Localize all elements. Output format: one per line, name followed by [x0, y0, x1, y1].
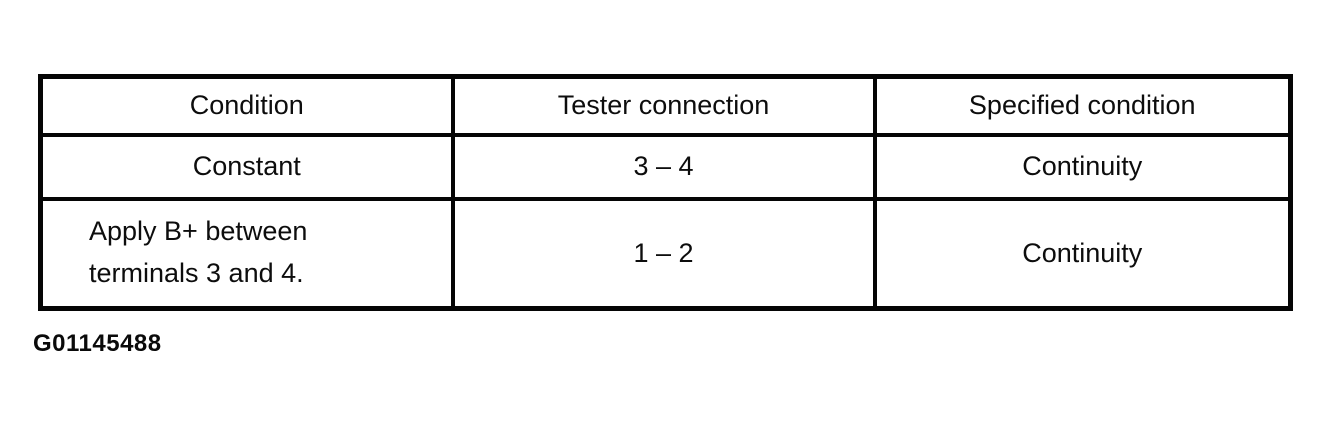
continuity-spec-table: Condition Tester connection Specified co…: [38, 74, 1293, 311]
header-tester-connection: Tester connection: [450, 74, 877, 137]
header-specified-condition: Specified condition: [872, 74, 1293, 137]
header-condition: Condition: [38, 74, 455, 137]
table-row: Apply B+ between terminals 3 and 4. 1 – …: [38, 196, 1293, 311]
cell-condition: Constant: [38, 132, 455, 201]
cell-tester-connection: 1 – 2: [450, 196, 877, 311]
condition-text: Apply B+ between terminals 3 and 4.: [89, 216, 308, 289]
cell-condition: Apply B+ between terminals 3 and 4.: [38, 196, 455, 311]
cell-specified-condition: Continuity: [872, 196, 1293, 311]
cell-tester-connection: 3 – 4: [450, 132, 877, 201]
table-header-row: Condition Tester connection Specified co…: [38, 74, 1293, 137]
table-row: Constant 3 – 4 Continuity: [38, 132, 1293, 201]
figure-id-label: G01145488: [33, 330, 162, 357]
cell-specified-condition: Continuity: [872, 132, 1293, 201]
